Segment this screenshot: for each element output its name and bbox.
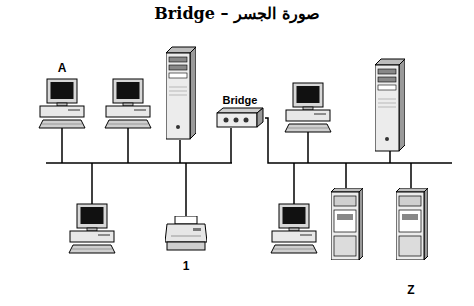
diagram-title: صورة الجسر – Bridge (0, 4, 474, 23)
mainframe-icon (396, 188, 428, 260)
server-icon (375, 59, 405, 151)
bridge-icon (216, 107, 264, 129)
printer-icon (165, 216, 207, 250)
callout-label: Z (407, 283, 414, 297)
server-icon (166, 47, 196, 139)
computer-icon (105, 79, 151, 128)
computer-icon (69, 204, 115, 253)
callout-label: A (58, 61, 67, 75)
device-label: Bridge (216, 94, 264, 107)
computer-icon (39, 79, 85, 128)
computer-icon (285, 83, 331, 132)
bridge-device: Bridge (216, 94, 264, 129)
callout-label: 1 (183, 259, 190, 273)
mainframe-icon (331, 188, 363, 260)
computer-icon (271, 204, 317, 253)
